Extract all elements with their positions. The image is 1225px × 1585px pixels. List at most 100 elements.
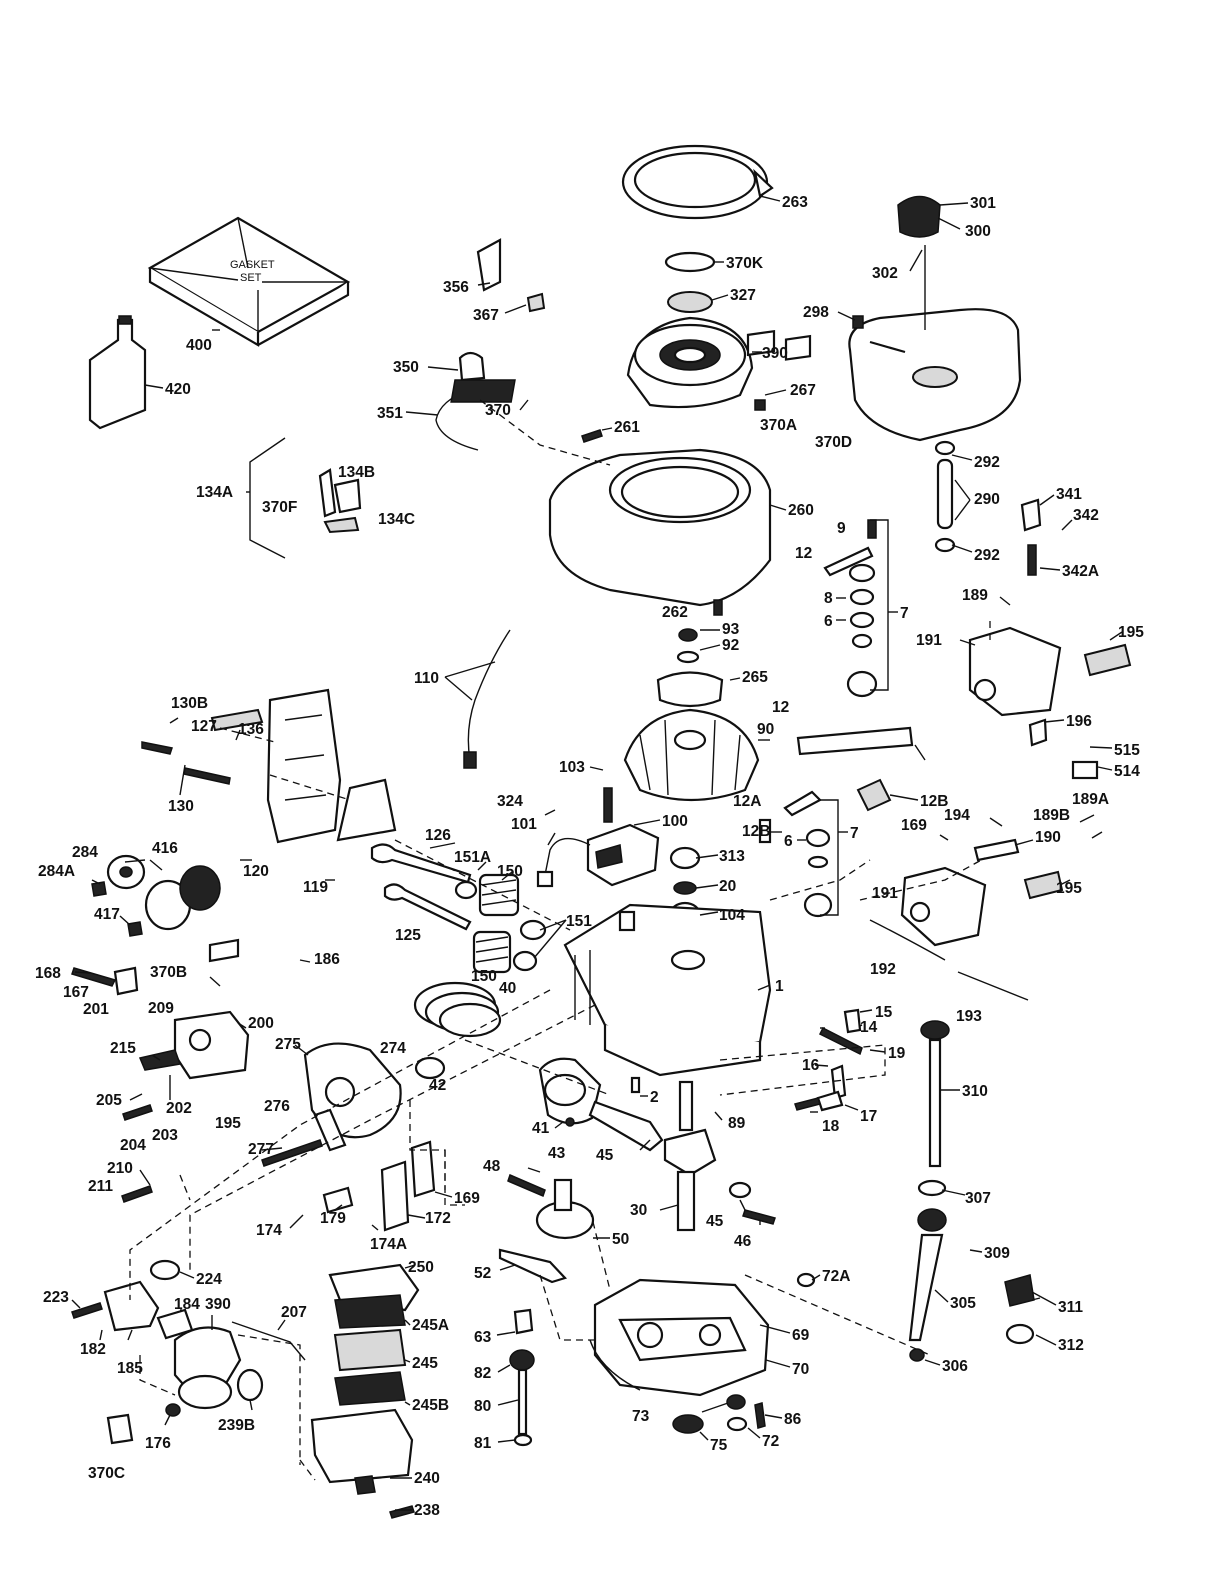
callout-label: 15: [875, 1004, 893, 1021]
blower-housing-260: [548, 448, 772, 607]
screw-277: [261, 1139, 323, 1167]
piston-rings-42: [413, 981, 502, 1038]
callout-label: 50: [612, 1231, 629, 1248]
callout-label: 238: [414, 1502, 440, 1519]
bolt-130: [183, 767, 231, 785]
gasket-274: [414, 1056, 446, 1080]
gear-82: [509, 1349, 535, 1371]
callout-label: 191: [872, 885, 898, 902]
callout-label: 200: [248, 1015, 274, 1032]
control-bracket-191b: [900, 866, 1064, 947]
callout-label: 190: [1035, 829, 1061, 846]
oil-pump-69: [589, 1339, 641, 1391]
callout-label: 63: [474, 1329, 492, 1346]
spring-193: [957, 971, 1029, 1001]
callout-label: 1: [775, 978, 784, 995]
callout-label: 262: [662, 604, 688, 621]
callout-label: 176: [145, 1435, 171, 1452]
callout-label: 7: [900, 605, 909, 622]
screw-9: [867, 519, 877, 539]
spring-14: [818, 1026, 863, 1056]
callout-label: 150: [471, 968, 497, 985]
callout-label: 2: [650, 1089, 659, 1106]
rod-12b: [758, 818, 772, 844]
callout-label: 204: [120, 1137, 146, 1154]
engine-block-1: [563, 903, 772, 1077]
ignition-lead-101: [544, 837, 591, 876]
bracket-201: [113, 966, 139, 996]
callout-label: 134B: [338, 464, 375, 481]
plate-179: [322, 1186, 354, 1214]
fuel-line-290: [934, 440, 956, 553]
seal-306: [909, 1348, 925, 1362]
screw-18: [794, 1097, 821, 1111]
washer-92: [676, 650, 700, 664]
crankshaft-30: [663, 1080, 717, 1232]
governor-group-7b: [803, 828, 833, 918]
callout-label: 19: [888, 1045, 906, 1062]
bracket-134b: [318, 468, 362, 534]
screw-204: [122, 1104, 153, 1121]
callout-label: 277: [248, 1141, 274, 1158]
leader-lines: [71, 195, 1123, 1511]
shaft-80: [517, 1368, 528, 1436]
primer-bulb-350: [458, 351, 486, 382]
callout-label: 7: [850, 825, 859, 842]
callout-label: 192: [870, 961, 896, 978]
link-192: [869, 919, 946, 961]
callout-label: 134A: [196, 484, 233, 501]
callout-label: 46: [734, 1233, 752, 1250]
retainer-151-1: [519, 919, 547, 941]
connecting-rod-45: [588, 1100, 664, 1152]
callout-label: 191: [916, 632, 942, 649]
callout-label: 189B: [1033, 807, 1070, 824]
head-gasket-119: [336, 778, 397, 842]
cap-311: [1004, 1274, 1035, 1307]
callout-label: 515: [1114, 742, 1140, 759]
callout-label: 127: [191, 718, 217, 735]
callout-label: 130: [168, 798, 194, 815]
seal-75: [672, 1414, 704, 1434]
callout-label: 73: [632, 1408, 650, 1425]
fuel-cap-301: [897, 195, 941, 238]
callout-label: 284A: [38, 863, 75, 880]
callout-label: 298: [803, 304, 829, 321]
callout-label: 182: [80, 1341, 106, 1358]
callout-label: 202: [166, 1100, 192, 1117]
callout-label: 81: [474, 1435, 492, 1452]
callout-label: 420: [165, 381, 191, 398]
valve-spring-150b: [472, 930, 512, 974]
carburetor-390: [173, 1326, 242, 1410]
pin-2: [630, 1076, 641, 1094]
bolt-86: [754, 1402, 766, 1429]
gasket-box-line1: GASKET: [230, 259, 275, 271]
callout-label: 260: [788, 502, 814, 519]
callout-label: 69: [792, 1327, 810, 1344]
callout-label: 45: [706, 1213, 724, 1230]
callout-label: 12: [795, 545, 812, 562]
camshaft-gear-50: [535, 1178, 595, 1240]
callout-label: 207: [281, 1304, 307, 1321]
callout-label: 263: [782, 194, 808, 211]
callout-label: 341: [1056, 486, 1082, 503]
callout-label: 370: [485, 402, 511, 419]
callout-labels: 263 301 300 370K 327 302 356 367 298 390…: [35, 194, 1144, 1519]
callout-label: 70: [792, 1361, 809, 1378]
callout-label: 223: [43, 1289, 69, 1306]
cylinder-head-120: [266, 688, 342, 844]
callout-label: 313: [719, 848, 745, 865]
callout-label: 80: [474, 1398, 491, 1415]
o-ring-307: [917, 1179, 947, 1197]
callout-label: 400: [186, 337, 212, 354]
fuel-hose-12: [796, 726, 914, 756]
callout-label: 119: [303, 879, 328, 896]
callout-label: 103: [559, 759, 585, 776]
callout-label: 284: [72, 844, 98, 861]
callout-label: 167: [63, 984, 89, 1001]
callout-label: 370C: [88, 1465, 125, 1482]
callout-label: 9: [837, 520, 846, 537]
callout-label: 370D: [815, 434, 852, 451]
fitting-12b: [856, 778, 892, 812]
callout-label: 169: [901, 817, 927, 834]
clip-367: [526, 292, 546, 313]
